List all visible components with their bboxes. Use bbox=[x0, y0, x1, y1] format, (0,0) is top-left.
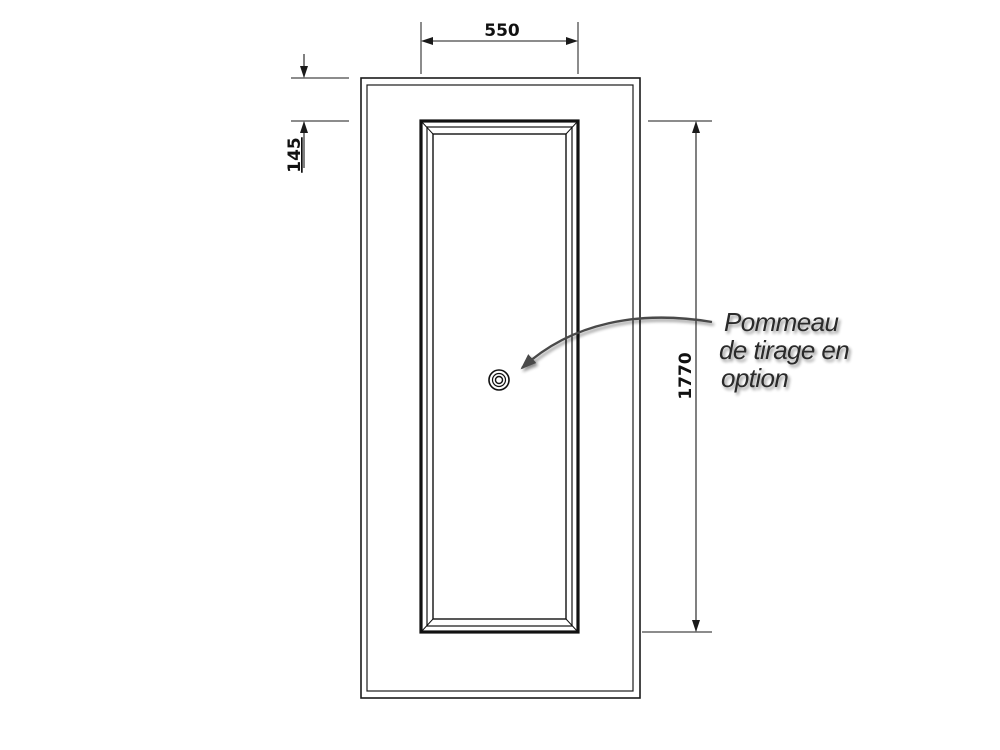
knob-center bbox=[494, 375, 504, 385]
callout-line-1: Pommeau bbox=[724, 307, 838, 337]
panel-corner-tl bbox=[420, 120, 434, 135]
knob-inner-ring bbox=[491, 372, 507, 388]
door-frame bbox=[360, 77, 641, 699]
callout-text: Pommeau de tirage en option bbox=[719, 307, 856, 393]
callout-arrow bbox=[520, 316, 713, 370]
raised-panel bbox=[419, 119, 580, 634]
panel-corner-tr bbox=[565, 120, 579, 135]
top-rail-label: 145 bbox=[285, 137, 305, 173]
door-outer-edge bbox=[360, 77, 641, 699]
callout: Pommeau de tirage en option bbox=[520, 307, 856, 393]
panel-corner-br bbox=[565, 618, 579, 633]
knob-outer-ring bbox=[488, 369, 510, 391]
dimension-top-rail bbox=[291, 54, 349, 168]
panel-height-label: 1770 bbox=[676, 352, 696, 399]
callout-line-3: option bbox=[721, 363, 788, 393]
dimension-panel-height bbox=[642, 120, 712, 633]
panel-moulding-mid bbox=[426, 126, 573, 627]
callout-line-2: de tirage en bbox=[719, 335, 849, 365]
door-inner-edge bbox=[366, 84, 634, 692]
panel-moulding-inner bbox=[432, 133, 567, 620]
panel-corner-bl bbox=[420, 618, 434, 633]
dimension-width bbox=[420, 22, 579, 74]
width-label: 550 bbox=[484, 21, 520, 41]
pull-knob bbox=[488, 369, 510, 391]
panel-moulding-outer bbox=[419, 119, 580, 634]
